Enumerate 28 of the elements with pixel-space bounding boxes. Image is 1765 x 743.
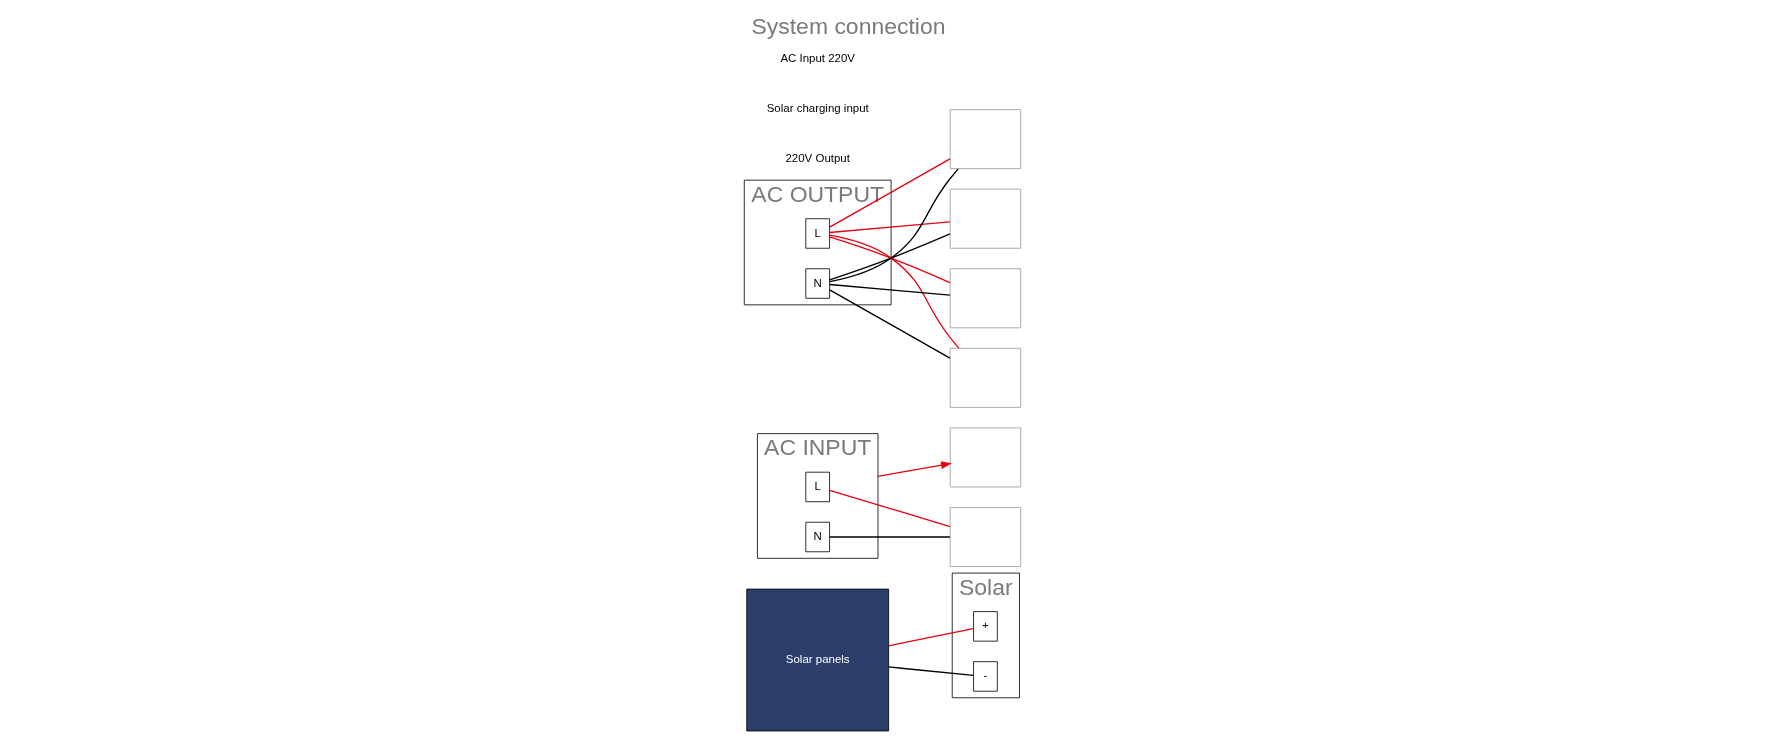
node-box: L [805,471,830,503]
connector [829,234,960,349]
label: 220V Output [785,151,850,164]
node-box [949,507,1022,567]
connector [829,289,951,359]
connector [888,666,974,676]
connector [829,158,951,228]
node-box: Solar panels [746,588,890,732]
connector [829,168,959,283]
node-box [949,268,1022,329]
diagram-title: System connection [751,12,946,39]
connector [829,536,951,538]
connector [829,283,951,296]
node-box: + [973,611,998,642]
node-box [949,188,1022,249]
connector [829,221,951,234]
node-box: - [973,661,998,692]
connector [829,489,951,528]
label: AC Input 220V [780,51,855,64]
node-box [949,427,1022,488]
node-box [949,109,1022,170]
node-box [949,347,1022,408]
node-box: N [805,268,830,299]
node-box: L [805,218,830,249]
arrow [877,461,952,478]
label: Solar charging input [766,101,869,114]
node-box: N [805,521,830,553]
connector [888,628,974,647]
